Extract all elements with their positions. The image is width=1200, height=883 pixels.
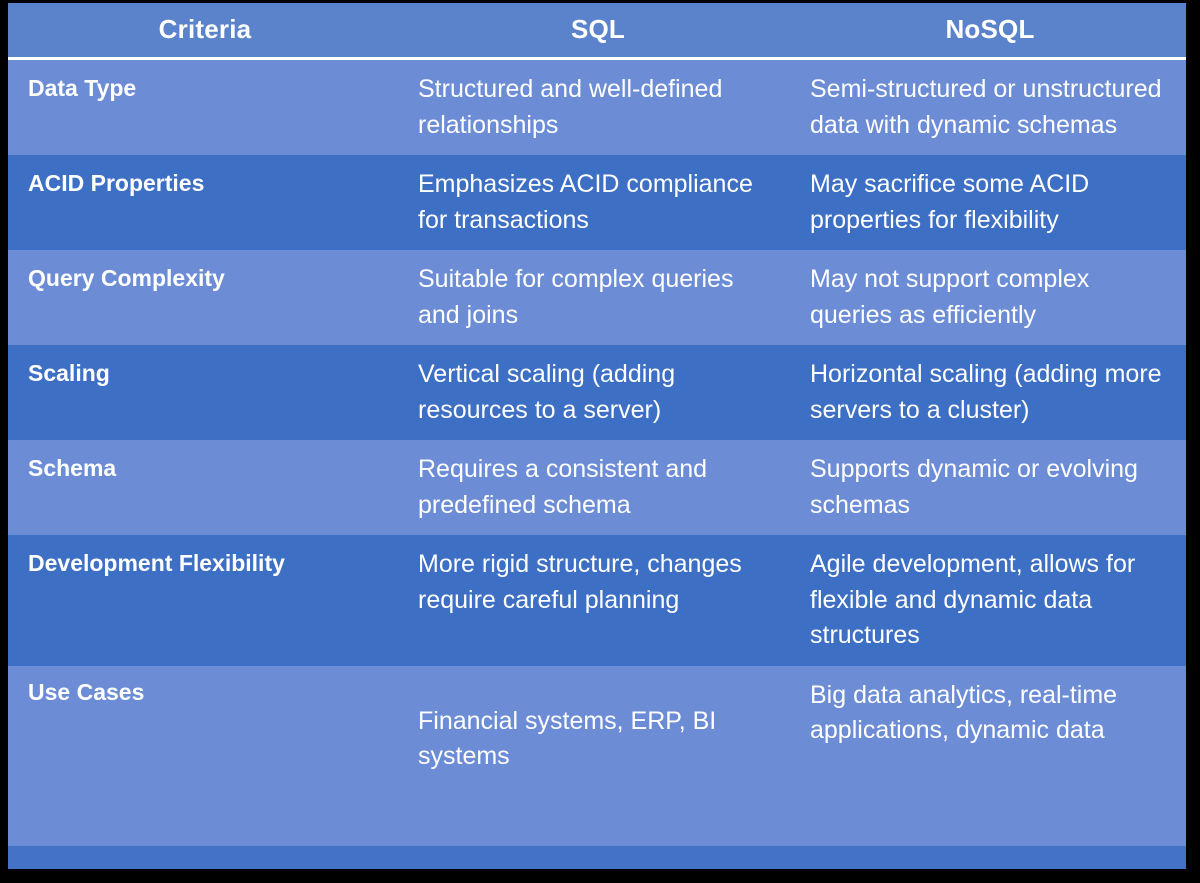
table-row: Use Cases Financial systems, ERP, BI sys… bbox=[8, 665, 1186, 846]
cell-criteria: Schema bbox=[8, 440, 402, 535]
column-header-nosql: NoSQL bbox=[794, 3, 1186, 57]
cell-sql: More rigid structure, changes require ca… bbox=[402, 535, 794, 666]
cell-criteria: Development Flexibility bbox=[8, 535, 402, 666]
cell-sql: Structured and well-defined relationship… bbox=[402, 60, 794, 155]
cell-sql: Financial systems, ERP, BI systems bbox=[402, 665, 794, 846]
comparison-table-container: Criteria SQL NoSQL Data Type Structured … bbox=[8, 3, 1186, 869]
table-row: Query Complexity Suitable for complex qu… bbox=[8, 250, 1186, 345]
cell-nosql: Semi-structured or unstructured data wit… bbox=[794, 60, 1186, 155]
cell-nosql: Supports dynamic or evolving schemas bbox=[794, 440, 1186, 535]
cell-nosql: Agile development, allows for flexible a… bbox=[794, 535, 1186, 666]
cell-nosql: May not support complex queries as effic… bbox=[794, 250, 1186, 345]
table-row: ACID Properties Emphasizes ACID complian… bbox=[8, 155, 1186, 250]
cell-nosql: May sacrifice some ACID properties for f… bbox=[794, 155, 1186, 250]
table-row: Data Type Structured and well-defined re… bbox=[8, 60, 1186, 155]
cell-criteria: Data Type bbox=[8, 60, 402, 155]
header-separator-line bbox=[8, 57, 1186, 60]
cell-criteria: Use Cases bbox=[8, 665, 402, 846]
table-body: Data Type Structured and well-defined re… bbox=[8, 60, 1186, 846]
cell-sql: Vertical scaling (adding resources to a … bbox=[402, 345, 794, 440]
column-header-sql: SQL bbox=[402, 3, 794, 57]
cell-criteria: Scaling bbox=[8, 345, 402, 440]
cell-criteria: ACID Properties bbox=[8, 155, 402, 250]
table-row: Development Flexibility More rigid struc… bbox=[8, 535, 1186, 666]
column-header-criteria: Criteria bbox=[8, 3, 402, 57]
cell-nosql: Horizontal scaling (adding more servers … bbox=[794, 345, 1186, 440]
table-row: Schema Requires a consistent and predefi… bbox=[8, 440, 1186, 535]
cell-criteria: Query Complexity bbox=[8, 250, 402, 345]
header-row: Criteria SQL NoSQL bbox=[8, 3, 1186, 57]
cell-nosql: Big data analytics, real-time applicatio… bbox=[794, 665, 1186, 846]
comparison-table: Criteria SQL NoSQL Data Type Structured … bbox=[8, 3, 1186, 846]
table-row: Scaling Vertical scaling (adding resourc… bbox=[8, 345, 1186, 440]
cell-sql: Suitable for complex queries and joins bbox=[402, 250, 794, 345]
cell-sql: Emphasizes ACID compliance for transacti… bbox=[402, 155, 794, 250]
header-separator bbox=[8, 57, 1186, 60]
cell-sql: Requires a consistent and predefined sch… bbox=[402, 440, 794, 535]
table-header: Criteria SQL NoSQL bbox=[8, 3, 1186, 60]
